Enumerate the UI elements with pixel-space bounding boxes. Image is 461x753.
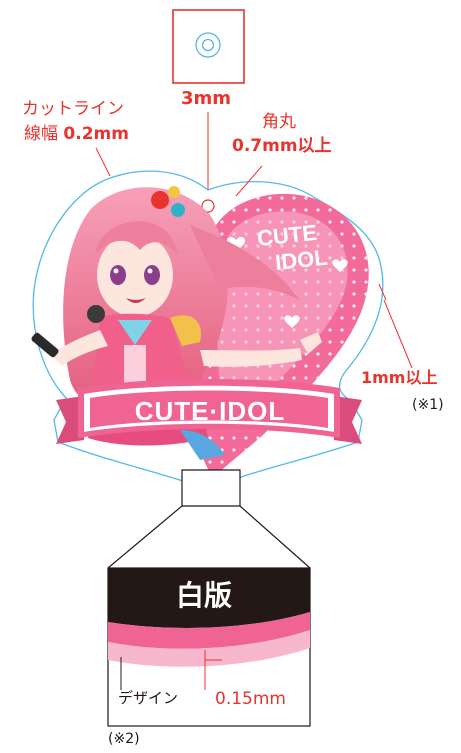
deco-heart-2	[332, 259, 348, 272]
design-layer	[108, 630, 310, 667]
thickness-band	[108, 612, 310, 649]
corner-leader	[235, 165, 263, 197]
deco-heart-1	[226, 237, 246, 252]
cutline-width-value: 0.2mm	[63, 124, 129, 144]
corner-label-line2: 0.7mm以上	[232, 136, 332, 156]
ribbon-banner	[56, 379, 362, 444]
banner-text: CUTE·IDOL	[135, 396, 286, 426]
hole-outer-ring	[195, 32, 221, 58]
microphone-head	[87, 305, 105, 323]
hair-flower-red	[151, 191, 169, 209]
logo-line-2: IDOL	[274, 245, 329, 275]
cutline-label-line1: カットライン	[22, 99, 124, 119]
thickness-label: 0.15mm	[215, 689, 286, 709]
white-plate-layer	[108, 568, 310, 628]
margin-label: 1mm以上	[361, 368, 438, 387]
deco-heart-3	[284, 315, 300, 328]
design-label: デザイン	[118, 689, 179, 707]
margin-note: (※1)	[412, 397, 444, 413]
cutline-width-prefix: 線幅	[24, 124, 64, 144]
detail-note: (※2)	[108, 731, 140, 747]
base-tab	[181, 469, 241, 507]
white-plate-label: 白版	[176, 579, 233, 612]
corner-label-line1: 角丸	[262, 112, 296, 132]
white-plate-detail	[107, 567, 311, 727]
expand-line-right	[239, 505, 311, 569]
hole-inner-ring	[201, 38, 215, 52]
margin-tick	[378, 283, 387, 301]
expand-line-left	[107, 505, 183, 569]
hair-flower-gold	[168, 186, 180, 198]
hole-detail-box	[172, 9, 245, 84]
logo-line-1: CUTE	[256, 220, 318, 251]
margin-leader	[383, 299, 413, 369]
strap-hole	[201, 199, 215, 213]
microphone-handle	[31, 332, 59, 358]
hair-flower-blue	[171, 203, 185, 217]
character-illustration	[31, 186, 322, 460]
cutline-leader	[95, 147, 111, 177]
cutline-label-line2: 線幅 0.2mm	[24, 126, 129, 143]
hole-size-label: 3mm	[181, 88, 232, 109]
